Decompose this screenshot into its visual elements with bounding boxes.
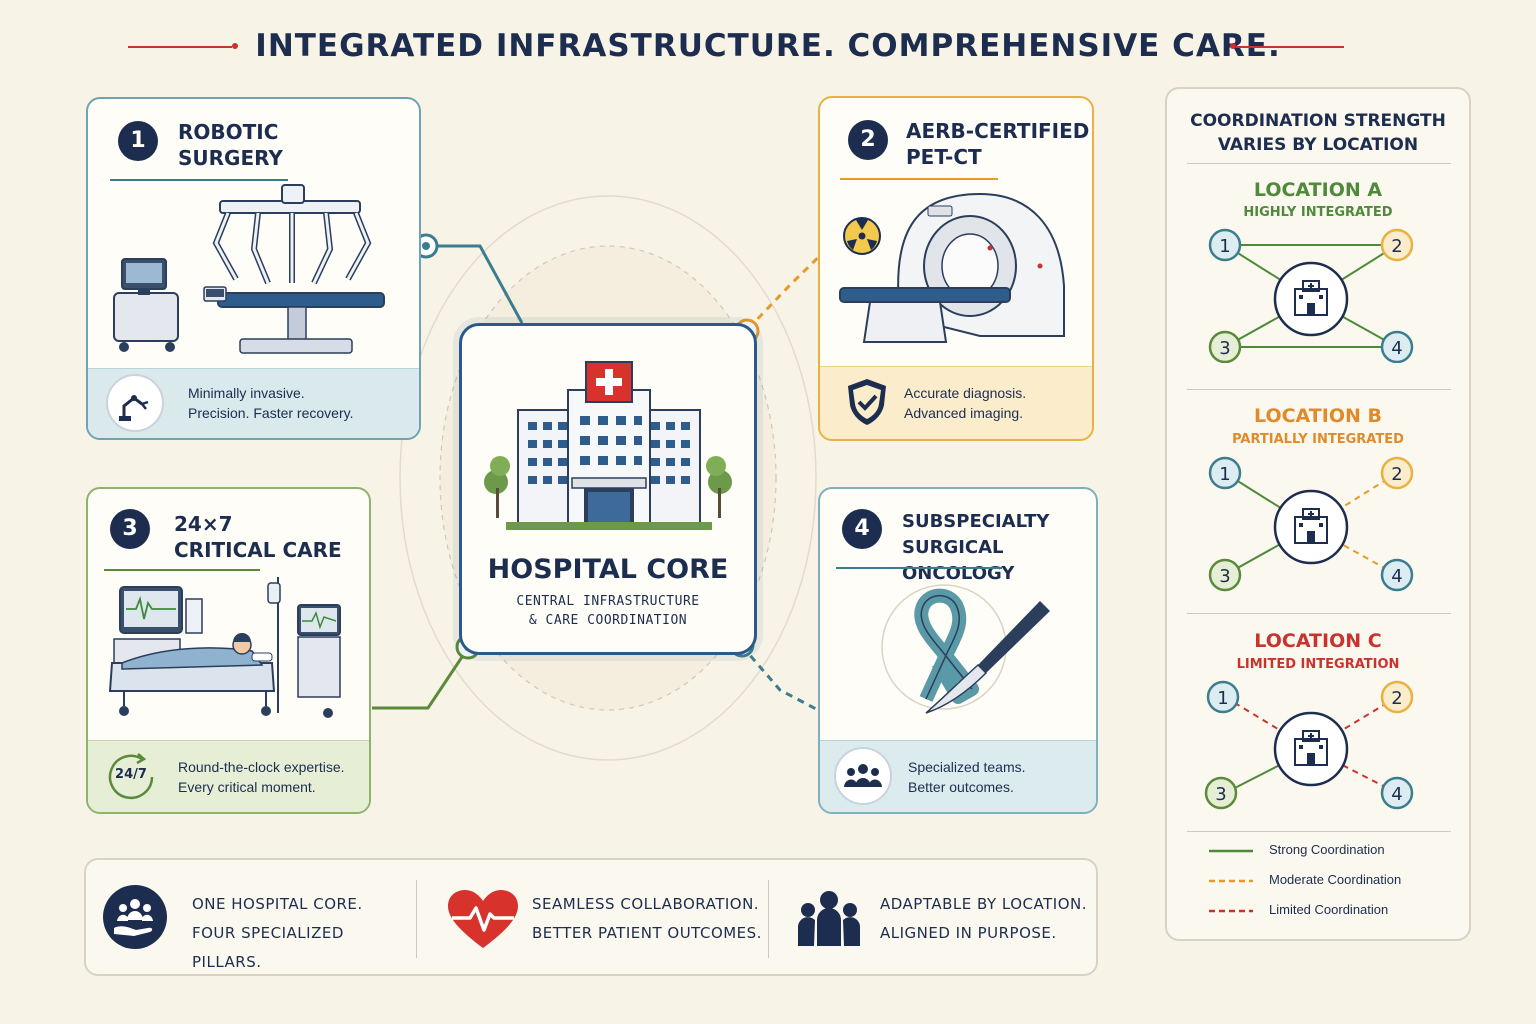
pillar-number: 4 [842,509,882,549]
svg-text:2: 2 [1391,688,1402,709]
connector-3 [372,647,470,710]
pillar-title: SUBSPECIALTY SURGICAL ONCOLOGY [902,511,1050,584]
svg-text:3: 3 [1219,338,1230,359]
icu-bed-illustration [108,577,341,718]
location-c-level: LIMITED INTEGRATION [1236,657,1400,672]
summary-separator [416,880,417,958]
svg-text:1: 1 [1219,236,1230,257]
summary-item-adaptable: ADAPTABLE BY LOCATION. ALIGNED IN PURPOS… [768,860,1098,974]
title-rule-left [128,46,232,48]
legend-label: Moderate Coordination [1269,872,1402,887]
pillar-number: 2 [848,120,888,160]
pillar-card-critical-care[interactable]: 3 24×7 CRITICAL CARE 24/7 Round-the-cloc… [86,487,371,814]
title-underline [836,567,1002,569]
heartbeat-icon [448,890,518,948]
location-b-network: 1 2 3 4 [1208,456,1414,592]
core-subtitle: CENTRAL INFRASTRUCTURE & CARE COORDINATI… [516,594,700,628]
location-c-name: LOCATION C [1254,630,1382,652]
pillar-tagline: Minimally invasive. Precision. Faster re… [188,385,354,421]
bottom-summary-bar: ONE HOSPITAL CORE. FOUR SPECIALIZED PILL… [84,858,1098,976]
pillar-number: 1 [118,121,158,161]
pillar-footer: Accurate diagnosis. Advanced imaging. [820,366,1092,439]
hospital-icon [1294,280,1328,316]
group-icon [798,891,860,946]
svg-text:2: 2 [1391,464,1402,485]
title-rule-right [1236,46,1344,48]
title-dot-right [1230,43,1236,49]
pet-ct-scanner-illustration [839,192,1065,343]
pillar-tagline: Round-the-clock expertise. Every critica… [178,759,345,795]
ribbon-scalpel-illustration [881,584,1050,714]
location-b-level: PARTIALLY INTEGRATED [1232,432,1404,447]
pillar-card-pet-ct[interactable]: 2 AERB-CERTIFIED PET-CT Accurate diagnos… [818,96,1094,441]
summary-item-core: ONE HOSPITAL CORE. FOUR SPECIALIZED PILL… [86,860,416,974]
panel-divider [1187,163,1451,164]
panel-title: COORDINATION STRENGTH VARIES BY LOCATION [1190,111,1446,155]
core-title: HOSPITAL CORE [487,554,729,585]
svg-text:4: 4 [1391,566,1402,587]
hospital-building-icon [484,361,732,530]
title-underline [104,569,260,571]
connector-1 [426,244,524,324]
panel-divider [1187,389,1451,390]
pillar-footer: Specialized teams. Better outcomes. [820,740,1096,812]
connector-4 [740,645,819,712]
svg-text:4: 4 [1391,784,1402,805]
hand-people-icon [103,885,167,949]
svg-text:2: 2 [1391,236,1402,257]
legend-label: Strong Coordination [1269,842,1385,857]
pillar-tagline: Accurate diagnosis. Advanced imaging. [904,385,1027,421]
pillar-card-robotic-surgery[interactable]: 1 ROBOTIC SURGERY Minimally invasive. Pr… [86,97,421,440]
pillar-title: ROBOTIC SURGERY [178,120,283,170]
location-a-name: LOCATION A [1253,179,1383,201]
robotic-arm-icon [106,374,164,432]
location-a-level: HIGHLY INTEGRATED [1243,205,1393,220]
pillar-title: AERB-CERTIFIED PET-CT [906,119,1090,169]
svg-text:1: 1 [1219,464,1230,485]
pillar-number: 3 [110,509,150,549]
24-7-icon: 24/7 [102,748,160,806]
connector-2 [745,238,838,332]
title-underline [110,179,288,181]
svg-text:3: 3 [1219,566,1230,587]
pillar-tagline: Specialized teams. Better outcomes. [908,759,1026,795]
pillar-card-surgical-oncology[interactable]: 4 SUBSPECIALTY SURGICAL ONCOLOGY Special… [818,487,1098,814]
panel-divider [1187,831,1451,832]
location-c-network: 1 2 3 4 [1204,680,1414,810]
hospital-core-card[interactable]: HOSPITAL CORE CENTRAL INFRASTRUCTURE & C… [459,323,757,655]
summary-item-collaboration: SEAMLESS COLLABORATION. BETTER PATIENT O… [416,860,768,974]
24-7-label: 24/7 [115,767,147,782]
hospital-icon [1294,508,1328,544]
title-underline [840,178,998,180]
summary-text: SEAMLESS COLLABORATION. BETTER PATIENT O… [532,895,762,942]
summary-text: ADAPTABLE BY LOCATION. ALIGNED IN PURPOS… [880,895,1087,942]
pillar-footer: 24/7 Round-the-clock expertise. Every cr… [88,740,369,812]
pillar-footer: Minimally invasive. Precision. Faster re… [88,368,419,438]
panel-divider [1187,613,1451,614]
coordination-panel: COORDINATION STRENGTH VARIES BY LOCATION… [1165,87,1471,941]
shield-check-icon [838,373,896,431]
pillar-title: 24×7 CRITICAL CARE [174,512,342,562]
svg-text:3: 3 [1215,784,1226,805]
location-a-network: 1 2 3 4 [1208,228,1414,363]
team-icon [834,747,892,805]
summary-separator [768,880,769,958]
surgical-robot-illustration [113,184,385,354]
hospital-icon [1294,730,1328,766]
page-title: INTEGRATED INFRASTRUCTURE. COMPREHENSIVE… [255,28,1281,64]
summary-text: ONE HOSPITAL CORE. FOUR SPECIALIZED PILL… [192,895,363,971]
title-dot-left [232,43,238,49]
svg-text:1: 1 [1217,688,1228,709]
location-b-name: LOCATION B [1254,405,1382,427]
svg-text:4: 4 [1391,338,1402,359]
legend-label: Limited Coordination [1269,902,1389,917]
